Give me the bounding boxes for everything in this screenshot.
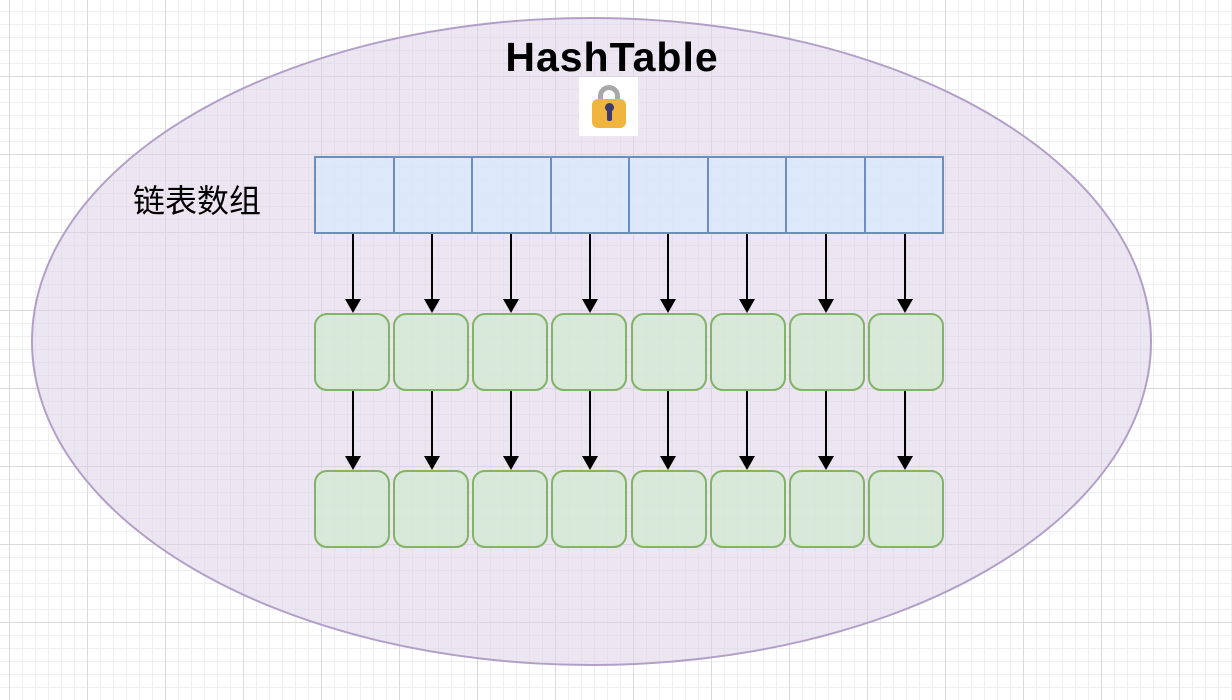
list-node-r1-7 [867, 313, 944, 391]
down-arrow-line [431, 391, 434, 458]
down-arrow-line [824, 234, 827, 301]
linked-list-array-label: 链表数组 [133, 183, 262, 219]
list-node-r1-5 [709, 313, 786, 391]
diagram-title: HashTable [505, 34, 719, 80]
lock-shackle [598, 85, 620, 106]
node-row-2 [314, 470, 944, 548]
list-node-r1-1 [393, 313, 470, 391]
down-arrow-line [509, 391, 512, 458]
down-arrow-line [509, 234, 512, 301]
list-node-r2-4 [630, 470, 707, 548]
down-arrow-head-icon [345, 456, 362, 470]
array-bucket-4 [630, 158, 709, 232]
down-arrow-line [588, 391, 591, 458]
down-arrow-head-icon [581, 456, 598, 470]
lock-icon [579, 77, 638, 136]
down-arrow-line [824, 391, 827, 458]
arrow-row-1 [314, 234, 944, 313]
list-node-r1-2 [472, 313, 549, 391]
list-node-r2-3 [551, 470, 628, 548]
list-node-r1-3 [551, 313, 628, 391]
down-arrow-head-icon [817, 299, 834, 313]
list-node-r2-7 [867, 470, 944, 548]
arrow-row-2 [314, 391, 944, 470]
down-arrow-line [667, 234, 670, 301]
down-arrow-line [588, 234, 591, 301]
list-node-r2-2 [472, 470, 549, 548]
down-arrow-head-icon [817, 456, 834, 470]
node-row-1 [314, 313, 944, 391]
down-arrow-line [903, 391, 906, 458]
down-arrow-head-icon [896, 299, 913, 313]
down-arrow-line [903, 234, 906, 301]
list-node-r2-0 [314, 470, 390, 548]
down-arrow-line [667, 391, 670, 458]
down-arrow-head-icon [660, 299, 677, 313]
array-bucket-1 [395, 158, 473, 232]
down-arrow-head-icon [660, 456, 677, 470]
down-arrow-line [746, 391, 749, 458]
down-arrow-head-icon [424, 456, 441, 470]
array-bucket-6 [787, 158, 866, 232]
list-node-r2-5 [709, 470, 786, 548]
array-bucket-0 [316, 158, 395, 232]
down-arrow-head-icon [424, 299, 441, 313]
lock-keyhole-stem [607, 109, 612, 121]
array-bucket-3 [552, 158, 630, 232]
list-node-r2-1 [393, 470, 470, 548]
array-bucket-5 [709, 158, 787, 232]
list-node-r1-6 [788, 313, 865, 391]
bucket-array-row [314, 156, 944, 234]
lock-keyhole [605, 103, 614, 112]
list-node-r2-6 [788, 470, 865, 548]
down-arrow-head-icon [739, 456, 756, 470]
down-arrow-line [352, 391, 355, 458]
down-arrow-line [746, 234, 749, 301]
down-arrow-head-icon [502, 299, 519, 313]
array-bucket-2 [473, 158, 552, 232]
down-arrow-head-icon [345, 299, 362, 313]
down-arrow-head-icon [581, 299, 598, 313]
down-arrow-head-icon [739, 299, 756, 313]
down-arrow-line [352, 234, 355, 301]
array-bucket-7 [866, 158, 943, 232]
list-node-r1-4 [630, 313, 707, 391]
down-arrow-line [431, 234, 434, 301]
down-arrow-head-icon [896, 456, 913, 470]
down-arrow-head-icon [502, 456, 519, 470]
list-node-r1-0 [314, 313, 390, 391]
